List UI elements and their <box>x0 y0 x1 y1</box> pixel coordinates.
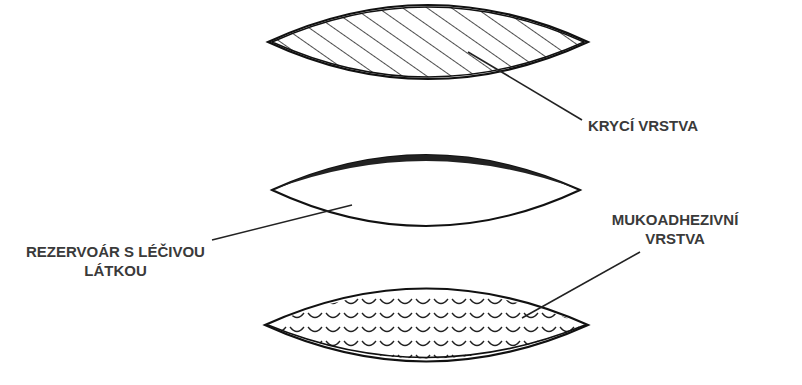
leader-line <box>522 252 640 318</box>
part-label: KRYCÍ VRSTVA <box>588 116 738 135</box>
drug-reservoir <box>272 155 580 226</box>
part-label: REZERVOÁR S LÉČIVOU LÁTKOU <box>8 242 223 280</box>
cover-layer <box>260 0 600 90</box>
leader-line <box>212 205 352 240</box>
part-label: MUKOADHEZIVNÍ VRSTVA <box>600 210 750 248</box>
leader-line <box>468 52 582 120</box>
mucoadhesive-layer <box>260 270 600 380</box>
